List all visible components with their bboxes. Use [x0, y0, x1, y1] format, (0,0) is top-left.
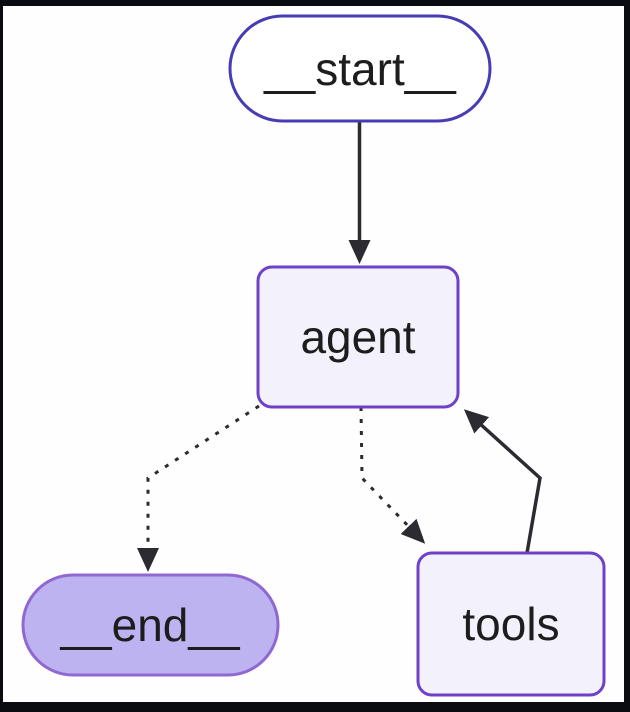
node-tools-shape [416, 551, 606, 697]
node-end-label: __end__ [59, 599, 240, 651]
node-end-shape [21, 573, 280, 677]
node-tools: tools [416, 551, 606, 697]
node-agent-shape [256, 265, 460, 409]
node-start-shape [228, 14, 492, 123]
node-agent-label: agent [300, 311, 415, 363]
node-start-label: __start__ [263, 43, 457, 95]
node-start: __start__ [228, 14, 492, 123]
edge-agent-to-end [137, 404, 260, 572]
node-end: __end__ [21, 573, 280, 677]
node-tools-label: tools [462, 598, 559, 650]
edge-tools-to-agent [463, 409, 542, 554]
node-agent: agent [256, 265, 460, 409]
